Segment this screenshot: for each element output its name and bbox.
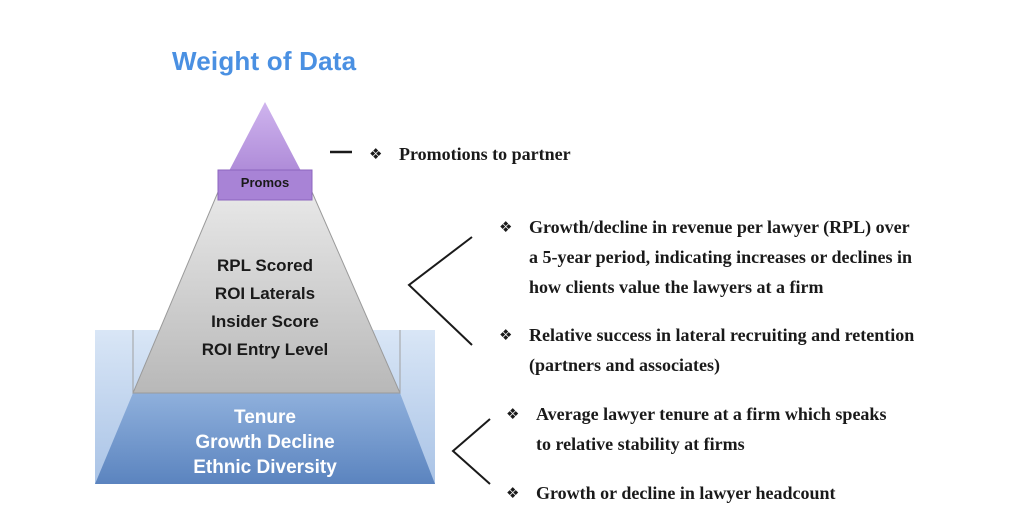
base-tier-item: Growth Decline bbox=[195, 432, 335, 453]
bullet-rpl: ❖ Growth/decline in revenue per lawyer (… bbox=[499, 212, 912, 302]
middle-tier-item: Insider Score bbox=[211, 312, 319, 331]
bullet-line: (partners and associates) bbox=[529, 355, 720, 375]
bullet-line: how clients value the lawyers at a firm bbox=[529, 277, 824, 297]
bullet-tenure: ❖ Average lawyer tenure at a firm which … bbox=[506, 399, 886, 459]
diamond-bullet-icon: ❖ bbox=[369, 145, 383, 163]
top-tier-front bbox=[217, 169, 313, 201]
middle-tier-labels: RPL Scored ROI Laterals Insider Score RO… bbox=[170, 252, 360, 364]
bullet-line: Growth/decline in revenue per lawyer (RP… bbox=[529, 217, 910, 237]
middle-tier-item: RPL Scored bbox=[216, 256, 314, 275]
diamond-bullet-icon: ❖ bbox=[499, 326, 513, 344]
bullet-line: Growth or decline in lawyer headcount bbox=[536, 483, 836, 503]
base-tier-front bbox=[95, 393, 435, 484]
top-tier-label: Promos bbox=[240, 175, 290, 190]
bullet-line: Promotions to partner bbox=[399, 144, 571, 164]
bullet-line: to relative stability at firms bbox=[536, 434, 745, 454]
diamond-bullet-icon: ❖ bbox=[506, 484, 520, 502]
bullet-promotions: ❖ Promotions to partner bbox=[369, 139, 571, 169]
bullet-headcount: ❖ Growth or decline in lawyer headcount bbox=[506, 478, 836, 508]
middle-tier-item: ROI Entry Level bbox=[201, 340, 329, 359]
bullet-line: a 5-year period, indicating increases or… bbox=[529, 247, 912, 267]
base-connector bbox=[451, 418, 491, 485]
base-tier-item: Ethnic Diversity bbox=[193, 457, 337, 478]
bullet-line: Average lawyer tenure at a firm which sp… bbox=[536, 404, 887, 424]
bullet-laterals: ❖ Relative success in lateral recruiting… bbox=[499, 320, 914, 380]
bullet-line: Relative success in lateral recruiting a… bbox=[529, 325, 915, 345]
middle-connector bbox=[407, 236, 473, 346]
base-tier-item: Tenure bbox=[234, 407, 296, 428]
diamond-bullet-icon: ❖ bbox=[506, 405, 520, 423]
diagram-title: Weight of Data bbox=[172, 46, 357, 76]
diamond-bullet-icon: ❖ bbox=[499, 218, 513, 236]
middle-tier-item: ROI Laterals bbox=[214, 284, 316, 303]
base-tier-labels: Tenure Growth Decline Ethnic Diversity bbox=[150, 405, 380, 480]
